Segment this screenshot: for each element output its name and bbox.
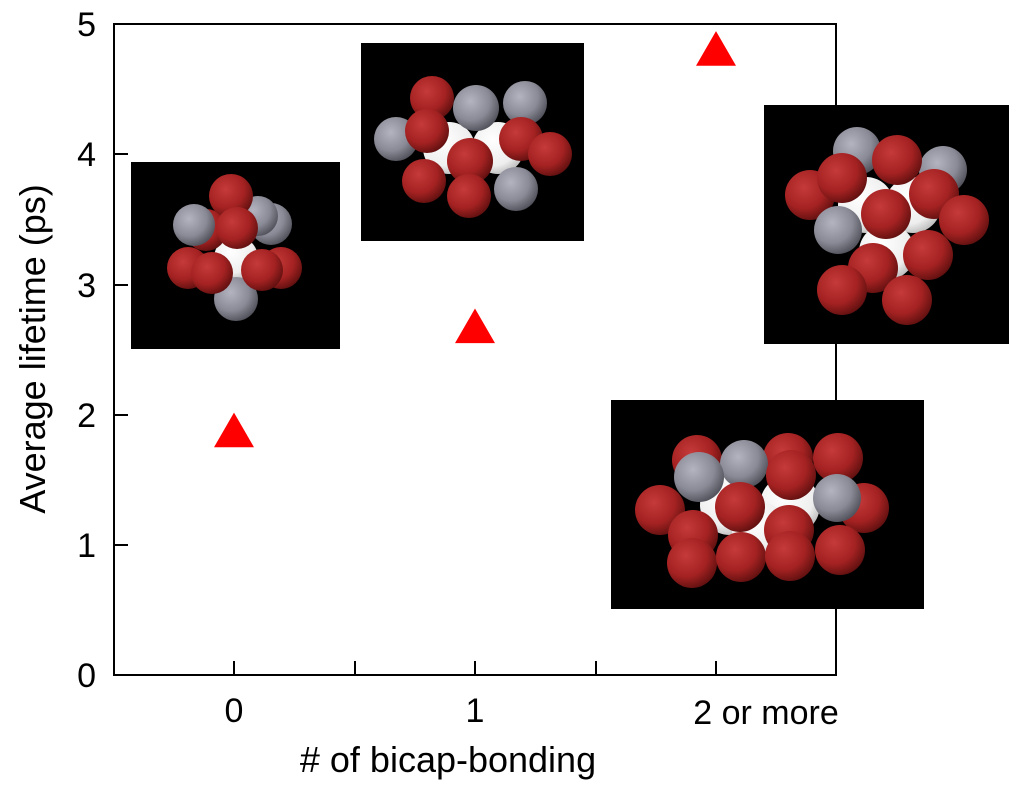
atom-gray [813, 474, 861, 522]
x-tick-label: 1 [466, 692, 485, 730]
atom-red [882, 275, 932, 325]
x-tick-label: 0 [225, 692, 244, 730]
atom-red [410, 76, 454, 120]
atom-red [813, 433, 863, 483]
y-tick-label: 1 [77, 527, 96, 565]
atom-red [817, 153, 867, 203]
atom-gray [453, 85, 499, 131]
atom-red [766, 450, 816, 500]
atom-red [209, 174, 253, 218]
atom-red [903, 230, 953, 280]
inset-cluster-1 [361, 43, 584, 241]
data-markers [214, 31, 736, 448]
data-point-1 [455, 308, 495, 344]
atom-red [447, 138, 493, 184]
atom-gray [674, 452, 724, 502]
atom-gray [503, 81, 547, 125]
atom-red [402, 159, 446, 203]
atom-red [191, 252, 233, 294]
atom-red [861, 189, 911, 239]
inset-cluster-2plus-lower [611, 400, 924, 609]
y-axis: 0 1 2 3 4 5 [77, 6, 128, 695]
atom-red [667, 538, 717, 588]
x-axis-label: # of bicap-bonding [300, 739, 596, 780]
inset-cluster-2plus-upper [764, 105, 1009, 344]
atom-red [241, 249, 283, 291]
atom-gray [494, 167, 538, 211]
atom-red [447, 174, 491, 218]
y-tick-label: 3 [77, 267, 96, 305]
data-point-2 [696, 31, 736, 66]
x-axis: 0 1 2 or more [225, 661, 839, 732]
atom-red [716, 532, 766, 582]
atom-gray [720, 440, 768, 488]
y-tick-label: 0 [77, 657, 96, 695]
inset-cluster-0 [131, 162, 340, 349]
atom-red [405, 109, 449, 153]
atom-red [216, 207, 258, 249]
y-tick-label: 4 [77, 136, 96, 174]
atom-red [715, 482, 765, 532]
atom-gray [173, 204, 215, 246]
y-tick-label: 2 [77, 397, 96, 435]
atom-red [765, 531, 815, 581]
y-axis-label: Average lifetime (ps) [12, 184, 53, 513]
x-tick-label: 2 or more [693, 694, 839, 732]
atom-gray [814, 206, 862, 254]
atom-red [815, 525, 865, 575]
atom-red [939, 195, 989, 245]
atom-red [872, 135, 922, 185]
atom-red [528, 132, 572, 176]
y-tick-label: 5 [77, 6, 96, 44]
atom-red [817, 265, 867, 315]
data-point-0 [214, 412, 254, 448]
